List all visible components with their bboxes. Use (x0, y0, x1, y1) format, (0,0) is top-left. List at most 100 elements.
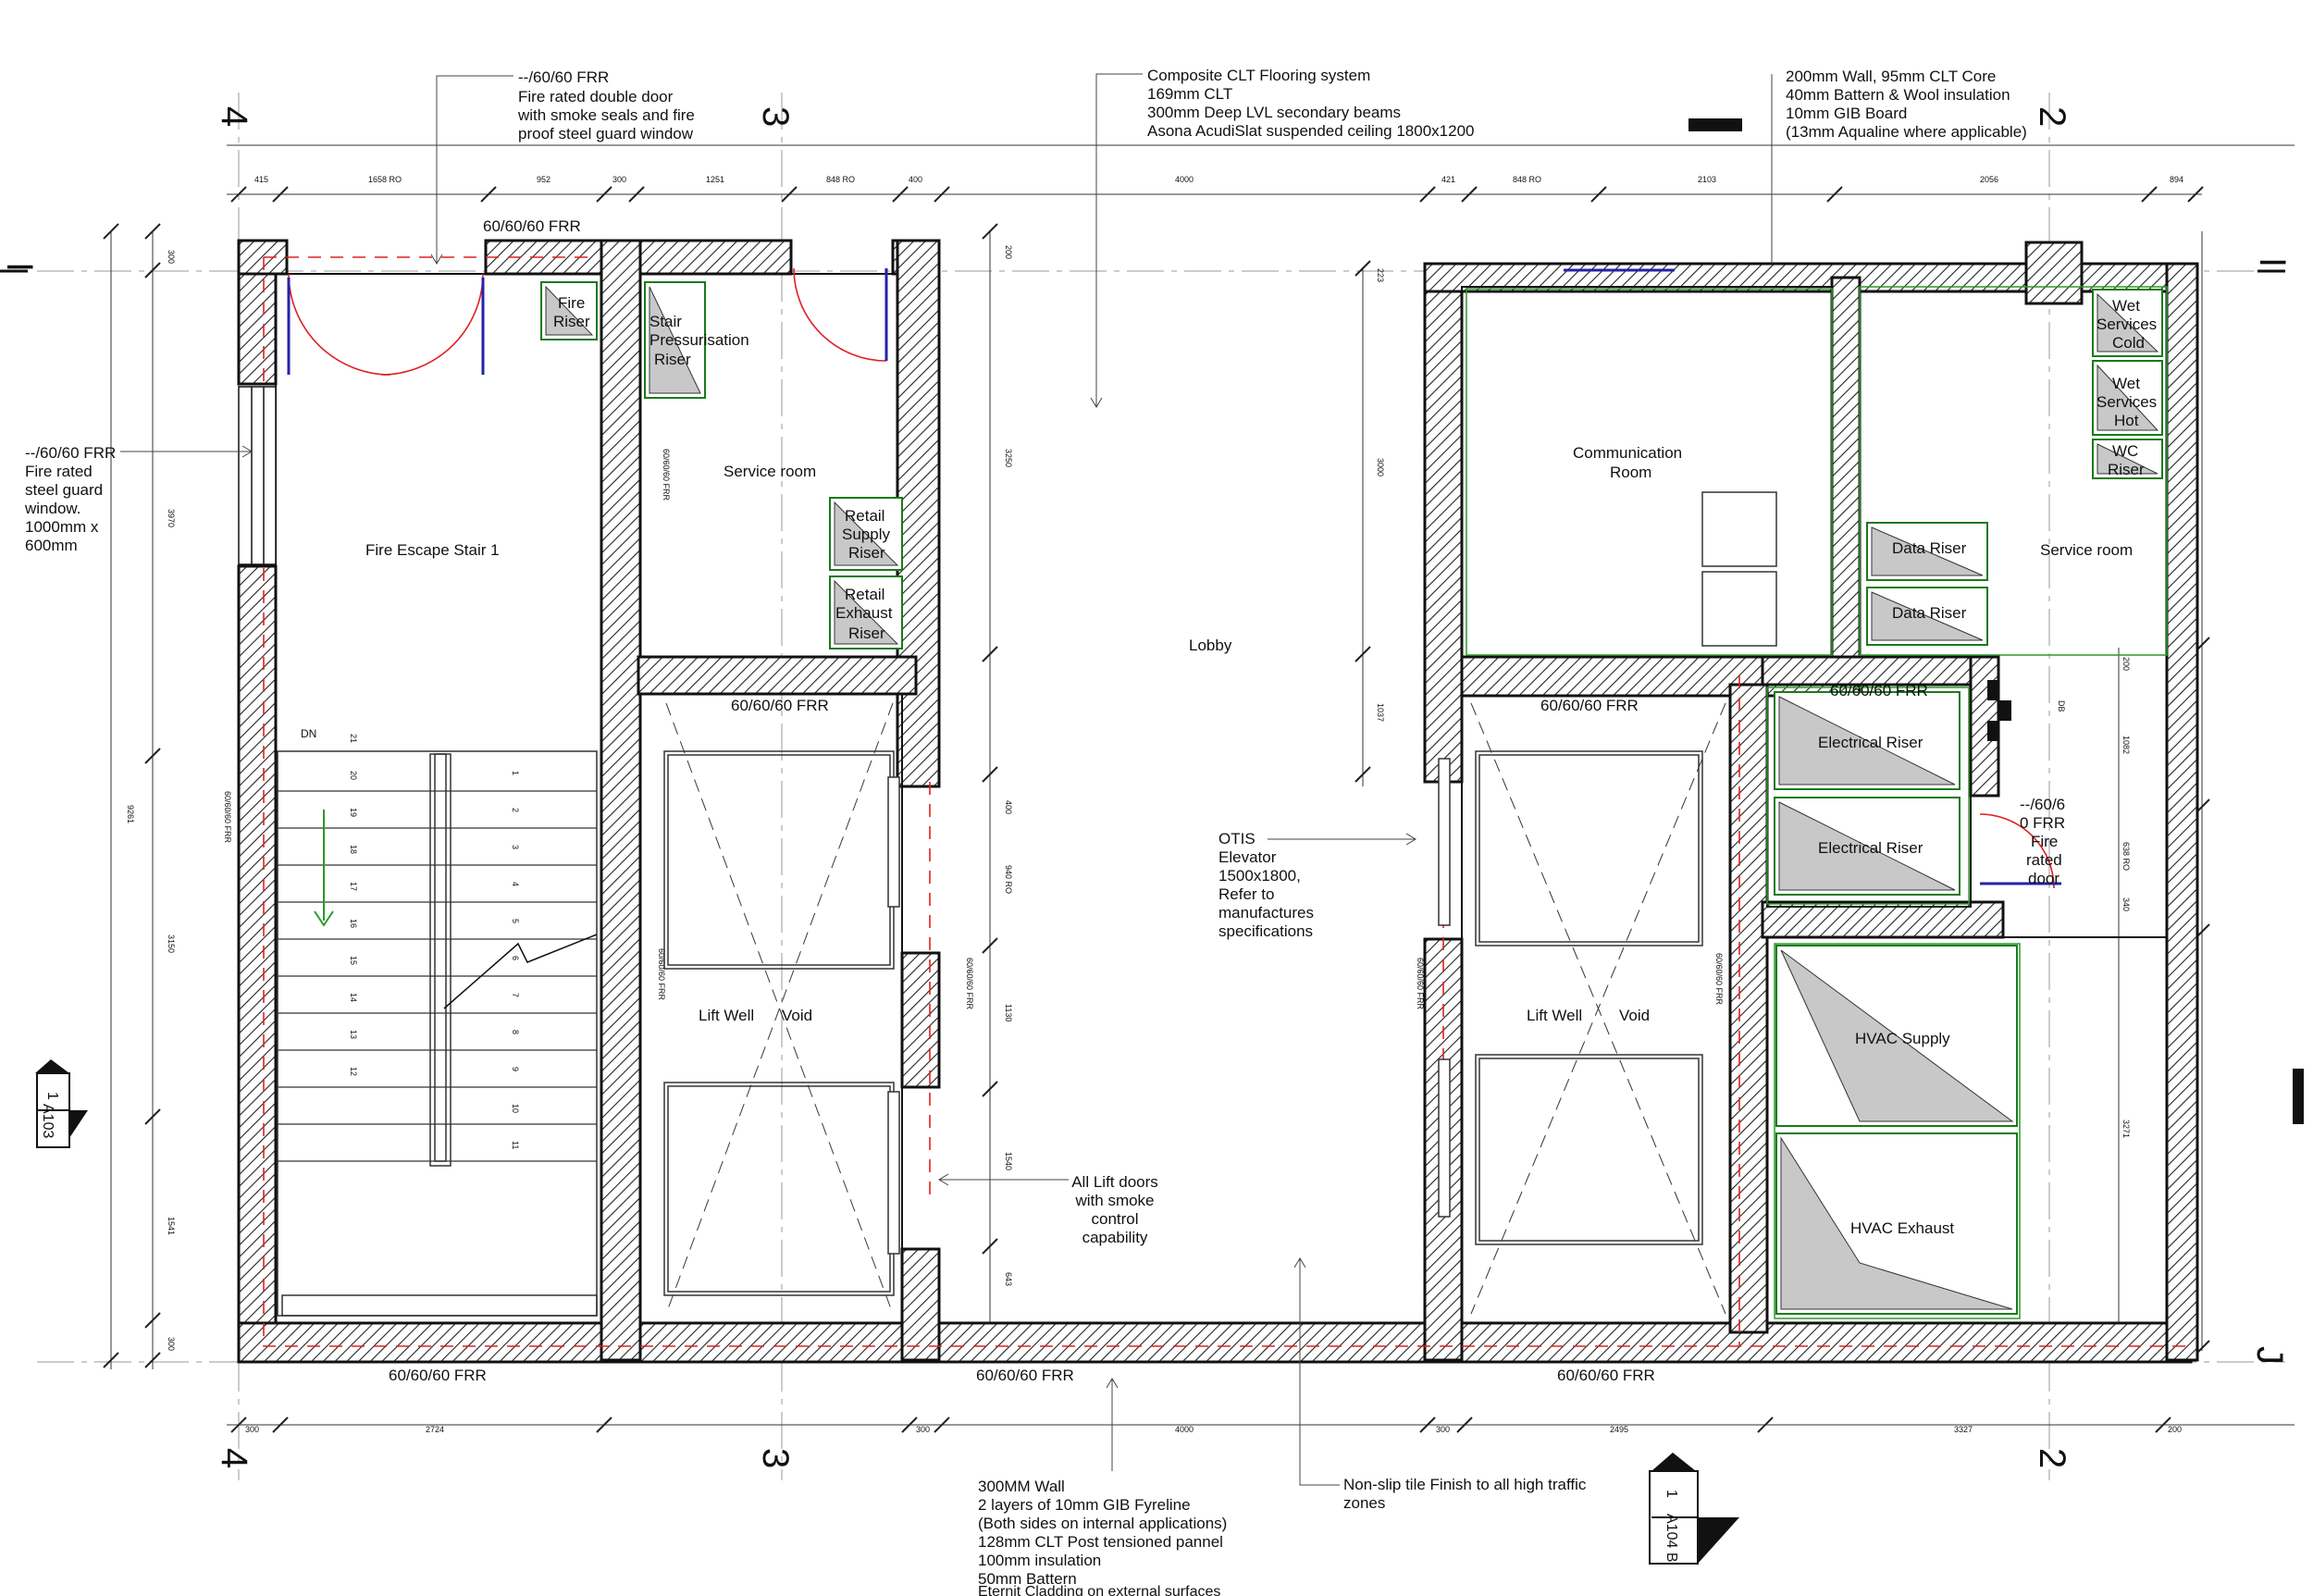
room-wet-cold-1: Wet (2112, 297, 2140, 315)
svg-text:Eternit Cladding on external s: Eternit Cladding on external surfaces (978, 1584, 1220, 1596)
grid-label-3-top: 3 (755, 106, 796, 127)
note-tile: Non-slip tile Finish to all high traffic… (1343, 1476, 1587, 1512)
grid-labels: 4 3 2 4 3 2 I I J (0, 106, 2293, 1468)
dim-mid-left: 940 RO (1004, 865, 1013, 894)
dim-mid-right: 223 (1376, 268, 1385, 282)
room-fire-riser-1: Fire (558, 294, 585, 312)
grid-label-3-bottom: 3 (755, 1448, 796, 1468)
step-number: 1 (511, 771, 520, 775)
step-number: 8 (511, 1030, 520, 1034)
stair-numbers-up: 1 2 3 4 5 6 7 8 9 10 11 (511, 771, 520, 1149)
dim-bottom: 4000 (1175, 1425, 1194, 1434)
svg-text:Fire rated: Fire rated (25, 463, 93, 480)
grid-label-4-bottom: 4 (214, 1448, 254, 1468)
step-number: 6 (511, 956, 520, 960)
grid-label-2-top: 2 (2032, 106, 2072, 127)
frr-vertical-1: 60/60/60 FRR (223, 791, 232, 844)
dim-mid-left: 3250 (1004, 449, 1013, 467)
stair-arrow-head (314, 910, 334, 927)
dim-right: 1082 (2121, 736, 2131, 754)
section-marker-a103: 1 A103 (35, 1059, 88, 1148)
frr-vertical-2: 60/60/60 FRR (662, 449, 671, 501)
svg-text:rated: rated (2026, 851, 2062, 869)
step-number: 16 (349, 919, 358, 928)
dim-left-outer: 9261 (126, 805, 135, 823)
room-retail-supply-3: Riser (848, 544, 885, 562)
frr-vertical-4: 60/60/60 FRR (965, 958, 974, 1010)
svg-text:capability: capability (1082, 1229, 1148, 1246)
dim-top: 894 (2170, 175, 2183, 184)
svg-text:Asona AcudiSlat suspended ceil: Asona AcudiSlat suspended ceiling 1800x1… (1147, 122, 1475, 140)
svg-text:300mm Deep LVL secondary beams: 300mm Deep LVL secondary beams (1147, 104, 1401, 121)
room-hvac-supply: HVAC Supply (1855, 1030, 1950, 1047)
dims-bottom: 300 2724 300 4000 300 2495 3327 200 (245, 1425, 2182, 1434)
svg-text:--/60/6: --/60/6 (2020, 796, 2065, 813)
frr-top-left: 60/60/60 FRR (483, 217, 581, 235)
frr-labels: 60/60/60 FRR 60/60/60 FRR 60/60/60 FRR 6… (223, 217, 1928, 1384)
room-wet-hot-3: Hot (2114, 412, 2139, 429)
note-door-top: --/60/60 FRR Fire rated double door with… (517, 68, 695, 142)
stair (277, 750, 598, 1317)
marker-a104-sheet: A104 B (1664, 1514, 1679, 1562)
svg-text:--/60/60 FRR: --/60/60 FRR (518, 68, 609, 86)
note-door-right: --/60/6 0 FRR Fire rated door (2020, 796, 2065, 887)
dim-db: DB (2057, 700, 2066, 712)
room-hvac-exhaust: HVAC Exhaust (1850, 1219, 1954, 1237)
dim-bottom: 300 (1436, 1425, 1450, 1434)
dims-vertical: 9261 300 3970 3150 1541 300 200 3250 400… (126, 245, 2131, 1351)
svg-text:10mm GIB Board: 10mm GIB Board (1786, 105, 1907, 122)
wall-lift-right-side (1728, 683, 1769, 1334)
wall-service-bottom (637, 655, 918, 696)
wall-chimney (2024, 241, 2084, 305)
svg-text:169mm CLT: 169mm CLT (1147, 85, 1232, 103)
dim-top: 415 (254, 175, 268, 184)
room-retail-supply-1: Retail (845, 507, 884, 525)
room-retail-exhaust-1: Retail (845, 586, 884, 603)
room-wet-hot-2: Services (2097, 393, 2157, 411)
wall-right-outer (2165, 262, 2199, 1362)
lift-voids (665, 702, 1726, 1315)
comm-equipment (1701, 491, 1777, 647)
room-stair-press-3: Riser (654, 351, 691, 368)
room-stair-press-2: Pressurisation (649, 331, 749, 349)
room-comm-line2: Room (1610, 464, 1651, 481)
step-number: 19 (349, 808, 358, 817)
svg-text:40mm Battern & Wool insulation: 40mm Battern & Wool insulation (1786, 86, 2010, 104)
dim-top: 421 (1441, 175, 1455, 184)
note-floor-system: Composite CLT Flooring system 169mm CLT … (1147, 67, 1475, 140)
window-left (238, 386, 277, 565)
room-outlines (275, 273, 2168, 1324)
grid-label-i-right: I (2252, 257, 2293, 267)
dim-top: 848 RO (826, 175, 855, 184)
dim-mid-left: 400 (1004, 800, 1013, 814)
step-number: 15 (349, 956, 358, 965)
dim-bottom: 2724 (426, 1425, 444, 1434)
note-otis: OTIS Elevator 1500x1800, Refer to manufa… (1218, 830, 1314, 940)
dim-mid-left: 1540 (1004, 1152, 1013, 1170)
dim-left-inner: 300 (167, 1337, 176, 1351)
frr-bottom-1: 60/60/60 FRR (389, 1367, 487, 1384)
note-wall-200: 200mm Wall, 95mm CLT Core 40mm Battern &… (1786, 68, 2027, 141)
room-lift-well-left: Lift Well (699, 1007, 754, 1024)
black-tags (1688, 118, 2304, 1124)
step-number: 3 (511, 845, 520, 849)
frr-elec: 60/60/60 FRR (1830, 682, 1928, 699)
room-wc-riser-2: Riser (2108, 461, 2145, 478)
step-number: 10 (511, 1104, 520, 1113)
section-marker-a104: 1 A104 B (1649, 1453, 1739, 1565)
room-wc-riser-1: WC (2112, 442, 2138, 460)
room-void-right: Void (1619, 1007, 1650, 1024)
svg-text:steel guard: steel guard (25, 481, 103, 499)
dim-bottom: 3327 (1954, 1425, 1973, 1434)
dimension-lines (110, 144, 2294, 1426)
dim-bottom: 300 (245, 1425, 259, 1434)
dim-bottom: 300 (916, 1425, 930, 1434)
room-service-right: Service room (2040, 541, 2133, 559)
svg-text:100mm insulation: 100mm insulation (978, 1552, 1101, 1569)
lift-doors (887, 758, 1451, 1255)
dim-right: 200 (2121, 657, 2131, 671)
svg-text:1500x1800,: 1500x1800, (1218, 867, 1301, 885)
dim-mid-left: 1130 (1004, 1004, 1013, 1021)
svg-text:window.: window. (24, 500, 80, 517)
